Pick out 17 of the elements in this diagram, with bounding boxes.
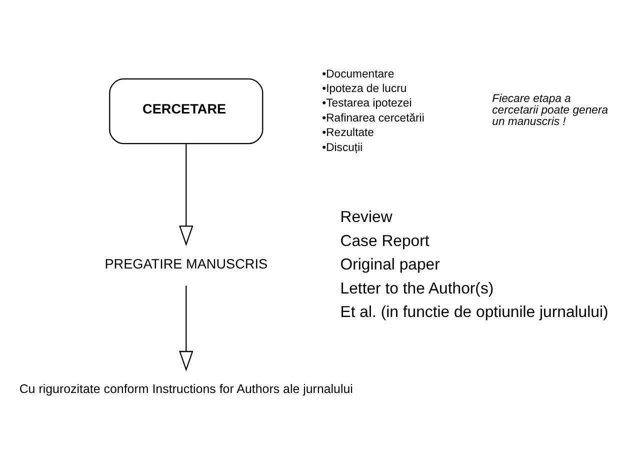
label: •Documentare (322, 68, 394, 80)
label: •Discuții (322, 141, 363, 154)
arrow (179, 143, 194, 246)
arrow (179, 285, 194, 371)
label: Original paper (340, 256, 440, 274)
node-box: CERCETARE (109, 78, 264, 144)
node-text: Cu rigurozitate conform Instructions for Authors ale jurnalului (19, 382, 353, 396)
label: Fiecare etapa a cercetarii poate genera un manuscris ! (492, 92, 608, 128)
label: Et al. (in functie de optiunile jurnalului) (340, 304, 608, 321)
node-text: PREGATIRE MANUSCRIS (104, 256, 268, 271)
label: Review (340, 208, 392, 226)
label: •Testarea ipotezei (322, 97, 412, 110)
label: Letter to the Author(s) (340, 280, 494, 297)
label: Case Report (340, 232, 430, 250)
label: •Ipoteza de lucru (322, 82, 407, 94)
label: •Rezultate (322, 126, 374, 139)
label: •Rafinarea cercetării (322, 112, 424, 124)
